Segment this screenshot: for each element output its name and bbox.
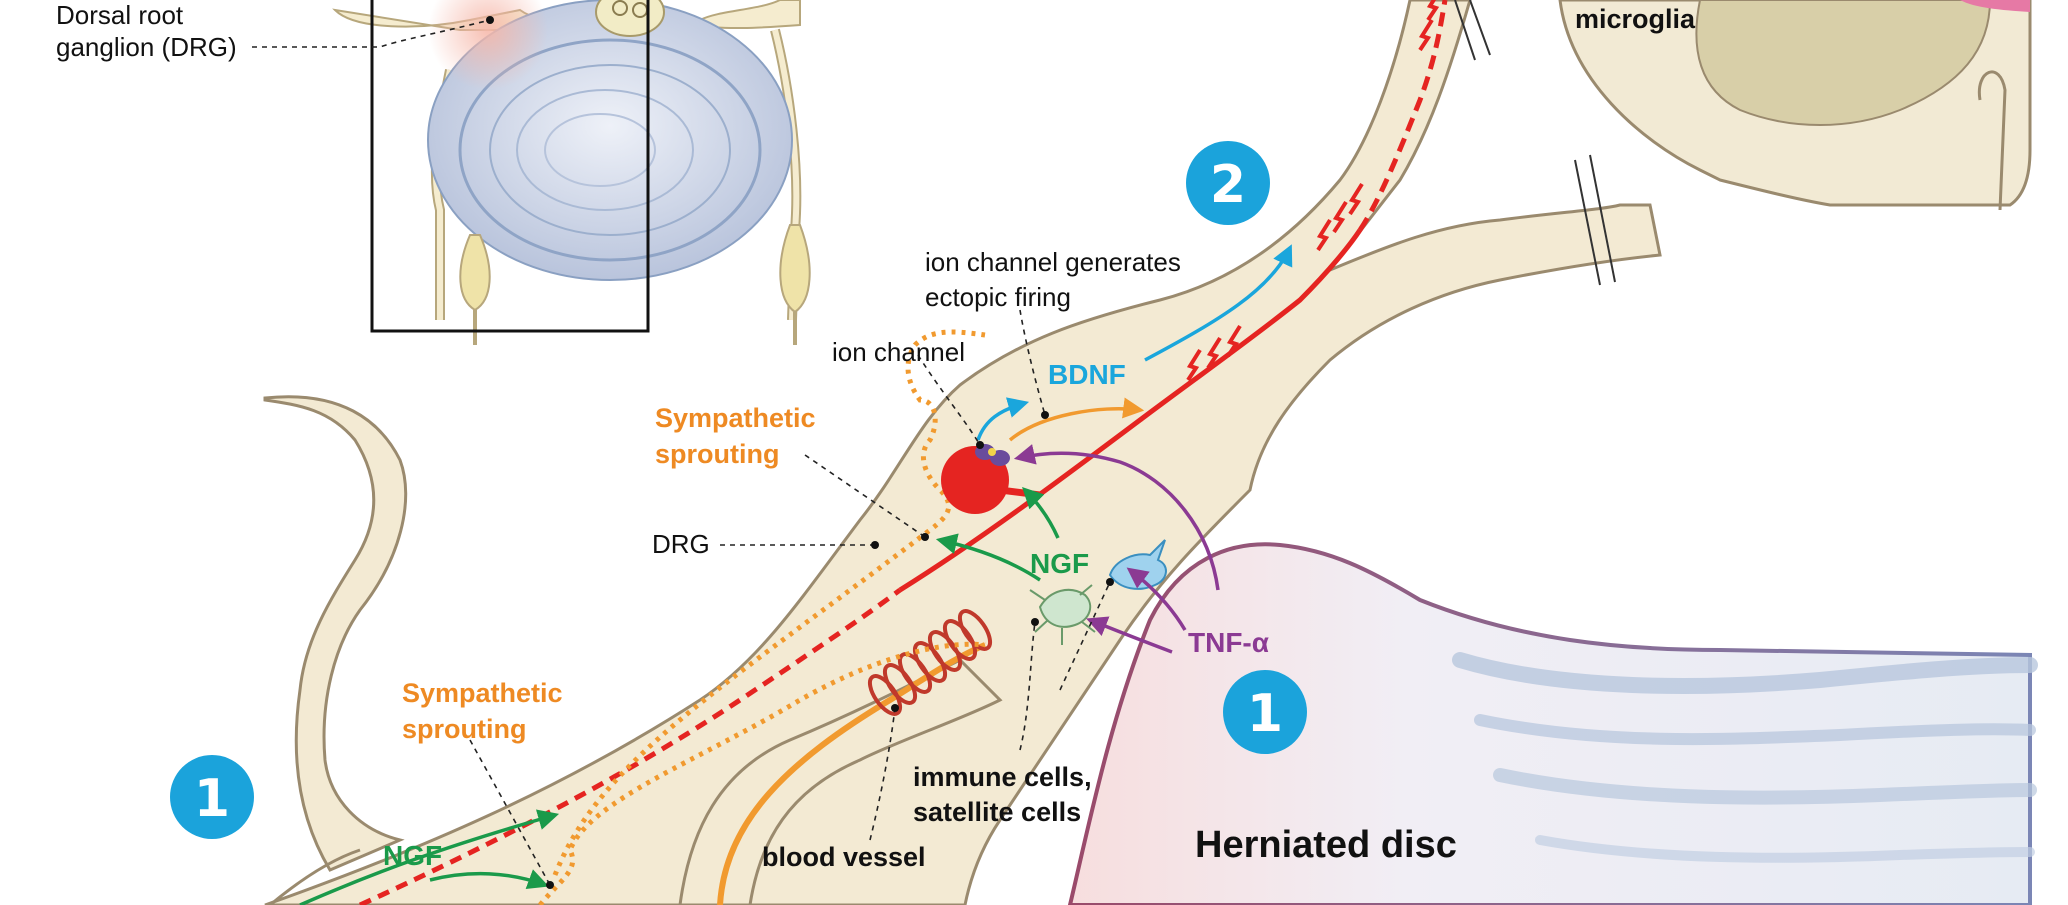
label-ion-channel-fires-1: ion channel generates [925,247,1181,277]
leader-lines [252,16,1114,889]
label-ngf-upper: NGF [1030,548,1089,579]
svg-text:1: 1 [194,769,230,829]
tnf-arrows [1013,444,1220,654]
step-badge-1-right: 1 [1223,670,1307,754]
ectopic-firing-icon [1186,0,1440,382]
label-bdnf: BDNF [1048,359,1126,390]
label-ion-channel-fires-2: ectopic firing [925,282,1071,312]
label-immune-cells-1: immune cells, [913,762,1092,792]
svg-text:2: 2 [1210,155,1246,215]
label-drg-top-1: Dorsal root [56,0,184,30]
label-herniated-disc: Herniated disc [1195,824,1457,866]
orange-arrow [1008,397,1145,442]
label-symp-upper-1: Sympathetic [655,403,816,433]
blood-vessel-coil-icon [867,609,993,716]
step-badge-2: 2 [1186,141,1270,225]
herniated-disc [1067,542,2038,905]
inset-box [370,0,650,333]
label-immune-cells-2: satellite cells [913,797,1081,827]
label-ngf-lower: NGF [383,840,442,871]
spinal-vertebra-inset [332,0,811,345]
label-symp-lower-2: sprouting [402,714,526,744]
ngf-arrows [299,487,1060,905]
text-labels: Dorsal root ganglion (DRG) microglia ion… [56,0,1696,872]
step-badge-1-left: 1 [170,755,254,839]
label-ion-channel: ion channel [832,337,965,367]
label-symp-upper-2: sprouting [655,439,779,469]
label-blood-vessel: blood vessel [762,842,926,872]
label-symp-lower-1: Sympathetic [402,678,563,708]
label-drg-top-2: ganglion (DRG) [56,32,237,62]
label-microglia: microglia [1575,4,1696,34]
neuron-cell-body-icon [941,446,1009,514]
satellite-cell-icon [1029,584,1096,645]
label-tnf-alpha: TNF-α [1188,627,1269,658]
blood-vessel [717,609,993,905]
break-marks [1454,0,1616,286]
label-drg: DRG [652,529,710,559]
svg-text:1: 1 [1247,684,1283,744]
bdnf-arrows [976,244,1293,441]
spinal-cord-section [1558,0,2032,211]
